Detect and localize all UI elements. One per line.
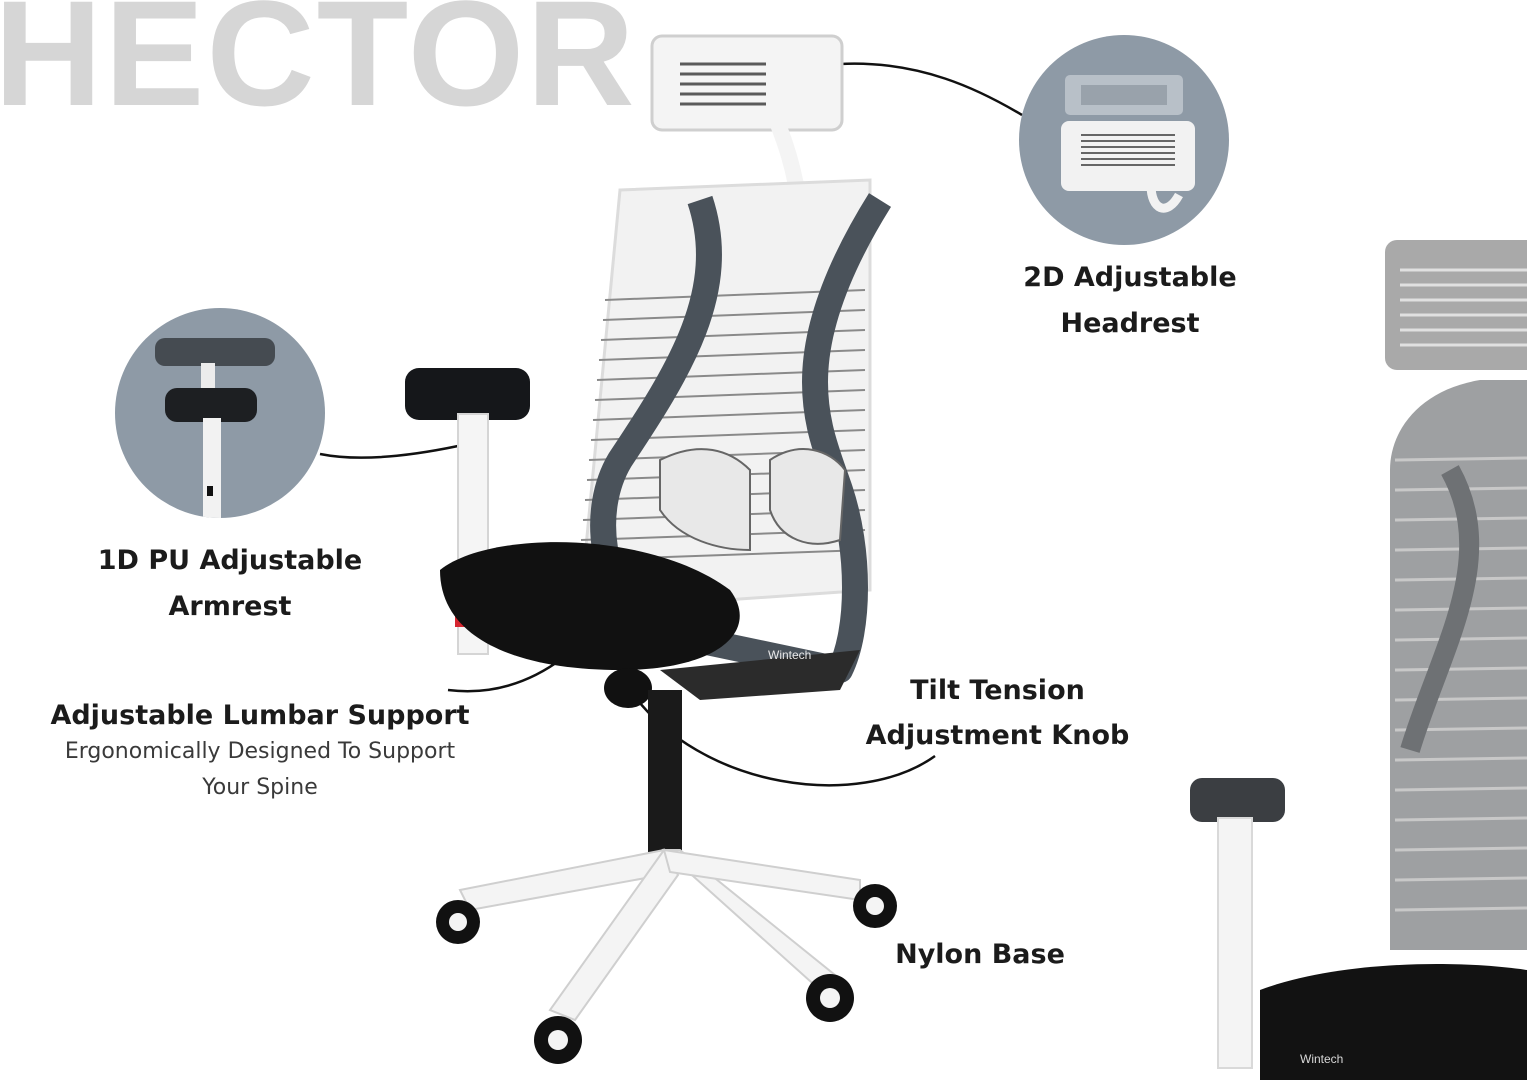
armrest-label-line2: Armrest xyxy=(168,591,292,622)
tilt-label-line1: Tilt Tension xyxy=(910,675,1085,706)
headrest-icon xyxy=(1061,75,1195,213)
armrest-connector xyxy=(319,444,459,459)
headrest-detail-circle xyxy=(1019,35,1229,245)
armrest-detail-circle xyxy=(115,308,325,518)
chair-illustration xyxy=(405,34,897,1064)
lumbar-desc-line1: Ergonomically Designed To Support xyxy=(64,739,456,764)
product-title: HECTOR xyxy=(0,0,637,137)
base-label: Nylon Base xyxy=(895,939,1065,970)
chair-logo-text: Wintech xyxy=(768,648,812,662)
chair-side-illustration xyxy=(1190,240,1527,1080)
armrest-icon xyxy=(155,338,275,518)
tilt-label-line2: Adjustment Knob xyxy=(865,720,1130,751)
lumbar-desc-line2: Your Spine xyxy=(202,775,318,800)
lumbar-label: Adjustable Lumbar Support xyxy=(50,700,470,731)
armrest-label: 1D PU Adjustable Armrest xyxy=(70,538,390,630)
tilt-label: Tilt Tension Adjustment Knob xyxy=(850,668,1145,758)
lumbar-description: Ergonomically Designed To Support Your S… xyxy=(40,734,480,806)
side-logo-text: Wintech xyxy=(1300,1052,1344,1066)
headrest-connector xyxy=(839,62,1023,117)
armrest-label-line1: 1D PU Adjustable xyxy=(97,545,363,576)
headrest-label-line2: Headrest xyxy=(1060,308,1200,339)
headrest-label: 2D Adjustable Headrest xyxy=(985,255,1275,347)
headrest-label-line1: 2D Adjustable xyxy=(1023,262,1237,293)
